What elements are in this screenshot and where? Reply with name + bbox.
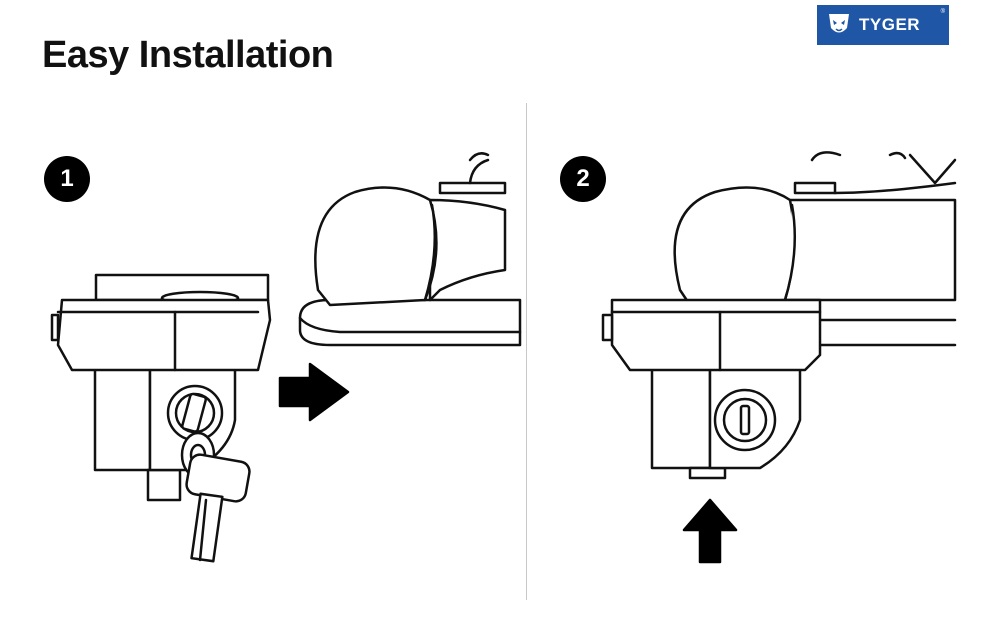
step-1-badge: 1 <box>44 156 90 202</box>
registered-mark: ® <box>940 9 945 15</box>
tiger-head-icon <box>829 14 849 33</box>
arrow-right-icon <box>278 362 350 422</box>
step-2-badge: 2 <box>560 156 606 202</box>
hitch-ball-left <box>298 152 522 347</box>
brand-logo: TYGER ® <box>817 5 949 45</box>
page-title: Easy Installation <box>42 34 334 76</box>
panel-divider <box>526 103 527 600</box>
hitch-ball-right <box>673 151 957 347</box>
brand-name: TYGER <box>859 15 921 34</box>
hitch-lock-right <box>601 298 822 480</box>
arrow-up-icon <box>682 498 738 564</box>
hitch-lock-left <box>50 273 272 563</box>
